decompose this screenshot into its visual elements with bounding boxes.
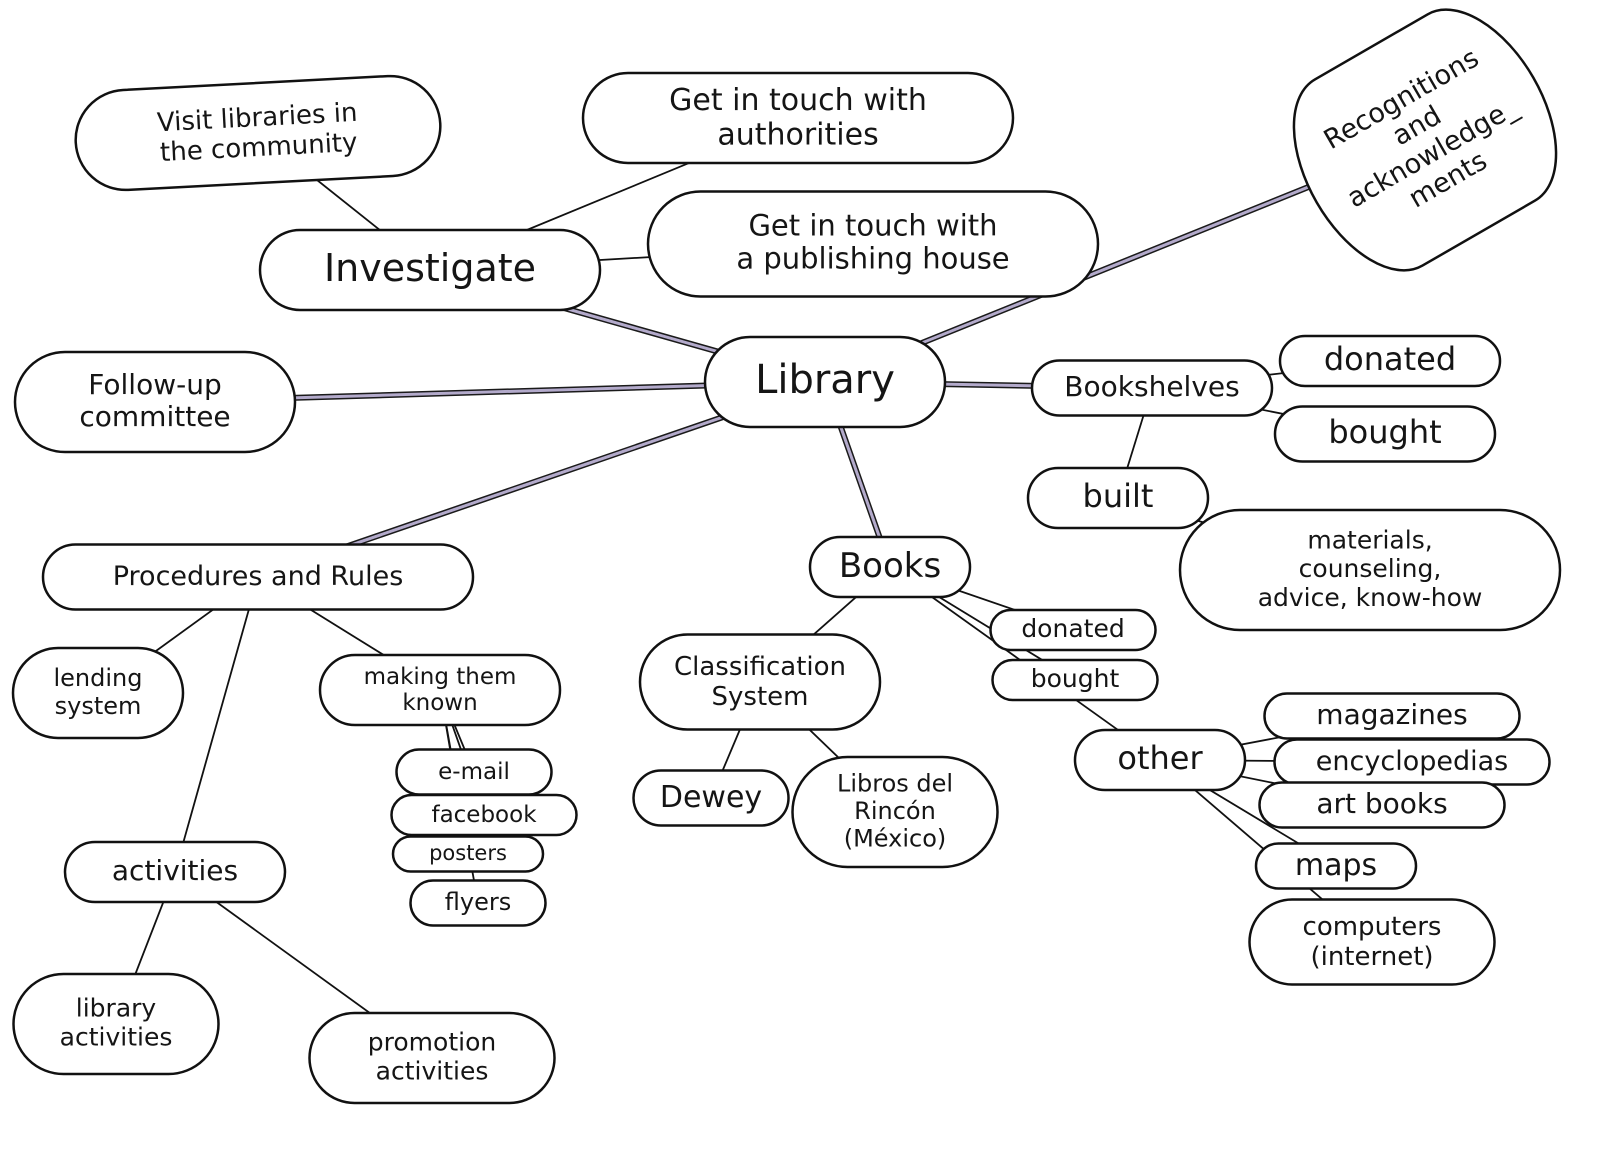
- node-label: Investigate: [324, 246, 536, 290]
- node-bookshelves[interactable]: Bookshelves: [1030, 359, 1274, 417]
- node-bubble: [318, 653, 562, 727]
- node-bubble: [1254, 842, 1418, 890]
- node-built[interactable]: built: [1026, 466, 1210, 530]
- node-label: materials,counseling,advice, know-how: [1258, 525, 1483, 612]
- node-label: Visit libraries inthe community: [156, 97, 360, 167]
- node-other[interactable]: other: [1073, 728, 1247, 792]
- node-bubble: [1248, 898, 1496, 986]
- node-label: facebook: [431, 802, 537, 828]
- node-magazines[interactable]: magazines: [1263, 692, 1521, 740]
- node-shelf-bought[interactable]: bought: [1273, 405, 1497, 463]
- node-encyclopedias[interactable]: encyclopedias: [1273, 738, 1551, 786]
- node-label: donated: [1324, 340, 1456, 378]
- node-bubble: [1026, 466, 1210, 530]
- node-label: Dewey: [660, 780, 762, 815]
- node-shelf-donated[interactable]: donated: [1278, 334, 1502, 388]
- node-bubble: [74, 74, 442, 192]
- node-books-donated[interactable]: donated: [989, 608, 1157, 652]
- node-bubble: [1278, 334, 1502, 388]
- node-posters[interactable]: posters: [391, 835, 545, 873]
- node-library[interactable]: Library: [703, 335, 947, 429]
- node-label: donated: [1021, 614, 1124, 643]
- node-label: activities: [112, 854, 238, 887]
- node-label: bought: [1328, 413, 1441, 451]
- node-label: maps: [1295, 848, 1377, 883]
- node-facebook[interactable]: facebook: [390, 793, 578, 837]
- node-bubble: [989, 608, 1157, 652]
- node-bubble: [11, 646, 185, 740]
- branch-line: [174, 576, 259, 873]
- node-bubble: [646, 190, 1100, 298]
- node-label: other: [1117, 739, 1203, 777]
- node-bubble: [409, 879, 547, 927]
- node-bubble: [1030, 359, 1274, 417]
- node-activities[interactable]: activities: [63, 840, 287, 904]
- node-visit[interactable]: Visit libraries inthe community: [73, 74, 443, 193]
- node-recognitions[interactable]: Recognitionsandacknowledge_ments: [1263, 0, 1587, 296]
- node-label: Library: [755, 357, 895, 403]
- node-bubble: [791, 755, 999, 869]
- node-computers[interactable]: computers(internet): [1248, 898, 1496, 986]
- node-bubble: [391, 835, 545, 873]
- node-bubble: [1073, 728, 1247, 792]
- node-investigate[interactable]: Investigate: [258, 228, 602, 312]
- node-label: e-mail: [438, 759, 510, 785]
- node-label: built: [1083, 477, 1154, 515]
- node-bubble: [12, 972, 220, 1076]
- node-label: Books: [839, 546, 941, 586]
- node-layer: Library Investigate Visit libraries inthe …: [11, 0, 1587, 1105]
- node-bubble: [703, 335, 947, 429]
- node-bubble: [581, 71, 1015, 165]
- node-procedures[interactable]: Procedures and Rules: [41, 543, 475, 611]
- node-artbooks[interactable]: art books: [1258, 781, 1506, 829]
- node-books[interactable]: Books: [808, 535, 972, 599]
- node-label: bought: [1031, 664, 1120, 693]
- node-books-bought[interactable]: bought: [991, 658, 1159, 702]
- node-dewey[interactable]: Dewey: [632, 769, 790, 827]
- node-label: Bookshelves: [1064, 370, 1239, 403]
- node-label: art books: [1316, 787, 1447, 820]
- node-bubble: [63, 840, 287, 904]
- node-bubble: [390, 793, 578, 837]
- node-bubble: [632, 769, 790, 827]
- node-materials[interactable]: materials,counseling,advice, know-how: [1178, 508, 1562, 632]
- node-bubble: [808, 535, 972, 599]
- node-label: computers(internet): [1303, 912, 1442, 972]
- node-label: magazines: [1316, 698, 1467, 731]
- node-email[interactable]: e-mail: [395, 748, 553, 796]
- node-bubble: [1258, 781, 1506, 829]
- node-bubble: [308, 1011, 556, 1105]
- node-label: encyclopedias: [1316, 746, 1508, 777]
- node-bubble: [638, 633, 882, 731]
- node-label: posters: [429, 841, 507, 865]
- node-bubble: [13, 350, 297, 454]
- node-label: Procedures and Rules: [113, 561, 404, 592]
- node-label: flyers: [445, 888, 511, 916]
- node-bubble: [991, 658, 1159, 702]
- node-maps[interactable]: maps: [1254, 842, 1418, 890]
- node-flyers[interactable]: flyers: [409, 879, 547, 927]
- node-bubble: [1178, 508, 1562, 632]
- node-bubble: [1273, 405, 1497, 463]
- node-bubble: [41, 543, 475, 611]
- node-bubble: [258, 228, 602, 312]
